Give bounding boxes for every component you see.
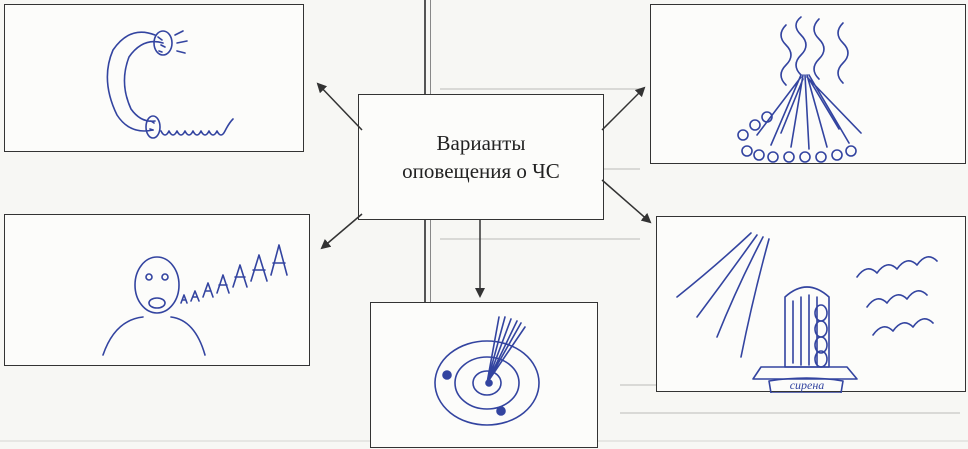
arrow-to-shouting-person (320, 213, 363, 250)
background-line (440, 88, 640, 90)
background-line (440, 238, 640, 240)
arrow-to-siren (601, 179, 652, 224)
page-fold-line (430, 0, 431, 448)
panel-telephone (4, 4, 304, 152)
center-title-line2: оповещения о ЧС (402, 159, 560, 183)
broadcast-target-icon (434, 316, 540, 426)
arrow-to-fire-signal (601, 86, 646, 131)
telephone-icon (106, 30, 234, 139)
center-title-line1: Варианты (436, 131, 526, 155)
center-title-box: Варианты оповещения о ЧС (358, 94, 604, 220)
panel-siren: сирена (656, 216, 966, 393)
arrow-to-telephone (316, 82, 363, 131)
panel-shouting-person (4, 214, 310, 366)
fire-icon (737, 16, 862, 163)
panel-radio-broadcast (370, 302, 598, 448)
siren-caption: сирена (790, 378, 825, 392)
center-title: Варианты оповещения о ЧС (402, 129, 560, 185)
page-fold-line (424, 0, 426, 448)
panel-fire-signal (650, 4, 966, 164)
background-line (620, 412, 960, 414)
siren-icon: сирена (676, 232, 938, 393)
person-shouting-icon (102, 244, 288, 356)
